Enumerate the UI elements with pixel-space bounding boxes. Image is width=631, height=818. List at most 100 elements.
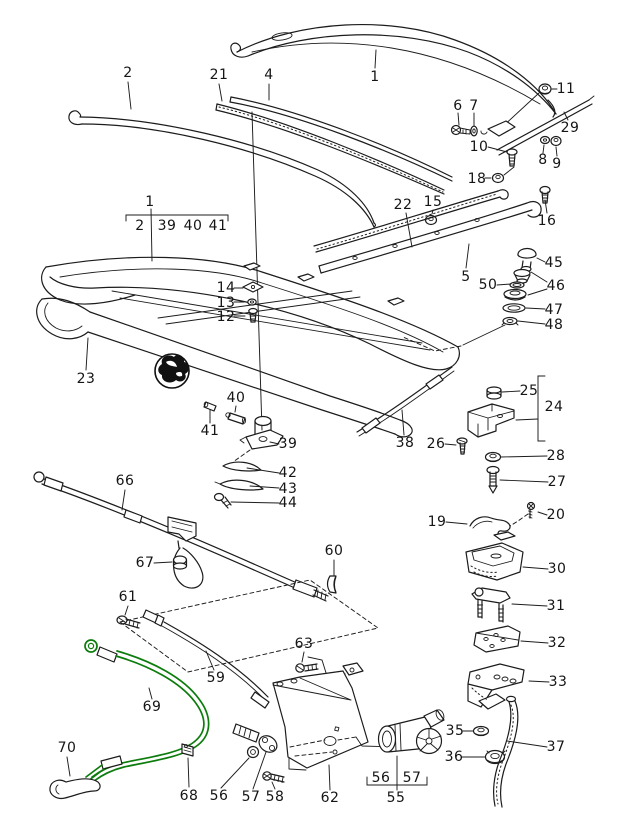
callout-32-50: 32 (548, 635, 567, 651)
gasket-strip-21 (215, 103, 445, 195)
bolt-27 (486, 465, 500, 494)
callout-55-64: 55 (387, 790, 406, 806)
callout-12-23: 12 (217, 309, 236, 325)
nut-28 (484, 451, 502, 463)
callout-40-37: 40 (227, 390, 246, 406)
leader-line-70 (66, 756, 71, 777)
leader-line-10 (487, 146, 508, 153)
callout-43-40: 43 (279, 481, 298, 497)
callout-61-45: 61 (119, 589, 138, 605)
leader-line-26 (444, 443, 457, 446)
callout-41-20: 41 (209, 218, 228, 234)
callout-24-31: 24 (545, 399, 564, 415)
buffer-30 (465, 542, 524, 581)
leader-line-15 (431, 209, 434, 215)
callout-59-56: 59 (207, 670, 226, 686)
callout-40-19: 40 (184, 218, 203, 234)
drain-tube-37 (493, 695, 519, 808)
pin-40 (225, 412, 247, 425)
mount-plane-dashed (118, 579, 380, 673)
callout-48-29: 48 (545, 317, 564, 333)
callout-13-22: 13 (217, 295, 236, 311)
leader-line-43 (249, 485, 280, 489)
leader-line-62 (328, 764, 331, 791)
callout-18-11: 18 (468, 171, 487, 187)
callout-11-6: 11 (557, 81, 576, 97)
callout-28-33: 28 (547, 448, 566, 464)
clip-60 (326, 575, 337, 594)
callout-25-30: 25 (520, 383, 539, 399)
screw-10 (506, 148, 518, 167)
leader-line-66 (121, 489, 126, 511)
callout-10-8: 10 (470, 139, 489, 155)
leader-line-6 (457, 112, 460, 126)
washer-7 (470, 125, 478, 137)
bracket-62 (272, 662, 397, 771)
leader-line-30 (522, 566, 549, 570)
ring-50 (509, 281, 525, 289)
callout-63-55: 63 (295, 636, 314, 652)
callout-42-39: 42 (279, 465, 298, 481)
engine-lid (41, 256, 460, 371)
callout-56-65: 56 (372, 770, 391, 786)
cap-nut-25 (486, 386, 502, 400)
callout-26-32: 26 (427, 436, 446, 452)
leader-line-24 (515, 418, 539, 421)
brand-stamp-logo (154, 353, 190, 389)
leader-line-37 (506, 740, 548, 748)
leader-line-40 (234, 405, 237, 413)
leader-line-46 (527, 288, 548, 296)
cable-38 (356, 366, 455, 437)
leader-line-68 (187, 757, 190, 788)
motor-55 (377, 709, 445, 755)
callout-14-21: 14 (217, 280, 236, 296)
callout-33-51: 33 (549, 674, 568, 690)
nut-67 (172, 555, 188, 570)
leader-line-28 (500, 455, 548, 458)
leader-line-25 (501, 390, 521, 393)
callout-38-35: 38 (396, 435, 415, 451)
leader-line-69 (148, 687, 153, 700)
leader-line-32 (520, 640, 549, 644)
latch-39 (239, 415, 284, 450)
leader-line-20 (537, 511, 548, 516)
callout-67-43: 67 (136, 555, 155, 571)
plate-32 (473, 625, 521, 653)
bracket-24 (467, 403, 515, 438)
emergency-cable-69 (84, 639, 210, 782)
eyelet-nut-56 (246, 745, 260, 759)
leader-line-1 (374, 49, 377, 69)
moulding-strip-29 (496, 95, 595, 156)
nut-9 (550, 135, 562, 147)
cup-46-upper (513, 268, 531, 284)
leader-line-33 (528, 680, 550, 683)
callout-70-58: 70 (58, 740, 77, 756)
leader-line-16 (544, 199, 548, 214)
leader-line-9 (555, 146, 558, 157)
leader-line-45 (536, 257, 546, 263)
callout-39-38: 39 (279, 436, 298, 452)
leader-line-19 (445, 521, 468, 525)
callout-66-42: 66 (116, 473, 135, 489)
leader-line-27 (499, 479, 549, 483)
leader-line-67 (153, 561, 173, 564)
bracket-31 (471, 587, 511, 623)
leader-line-63 (301, 651, 305, 663)
screw-58 (262, 771, 285, 783)
moulding-strip-2 (68, 110, 377, 228)
callout-35-52: 35 (446, 723, 465, 739)
screw-26 (456, 437, 468, 455)
leader-line-2 (127, 81, 132, 110)
callout-50-26: 50 (479, 277, 498, 293)
callout-29-7: 29 (561, 120, 580, 136)
leader-line-1 (150, 208, 153, 262)
screw-16 (539, 185, 551, 204)
callout-1-16: 1 (145, 194, 154, 210)
callout-1-3: 1 (370, 69, 379, 85)
callout-23-24: 23 (77, 371, 96, 387)
grommet-47 (502, 303, 526, 313)
blade-43 (214, 479, 264, 491)
leader-line-22 (405, 212, 413, 248)
leader-line-38 (401, 409, 405, 436)
